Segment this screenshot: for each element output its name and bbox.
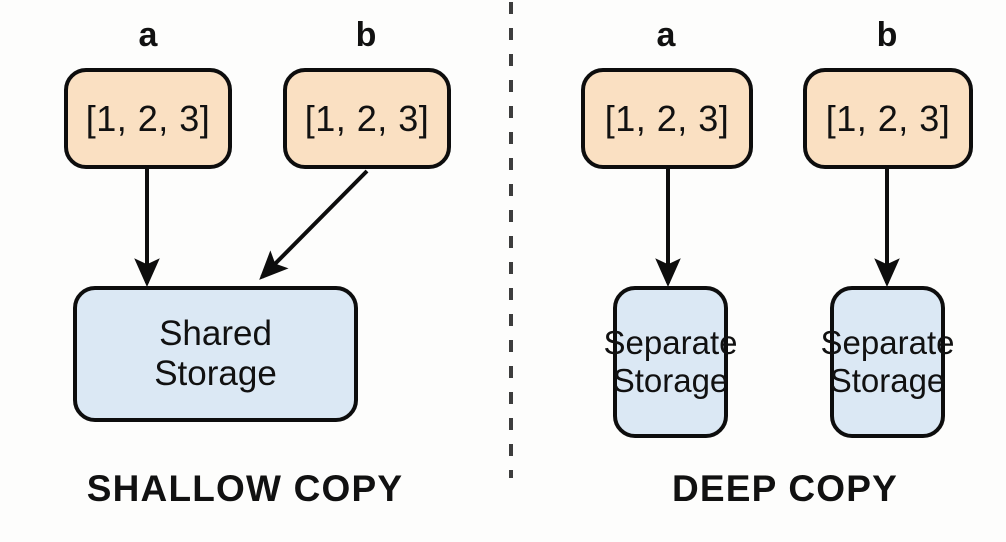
- variable-label-a-deep: a: [656, 16, 676, 54]
- storage-separate-b-line2: Storage: [829, 362, 946, 399]
- storage-separate-b-line1: Separate: [820, 324, 955, 362]
- variable-label-a-shallow: a: [138, 16, 158, 54]
- variable-box-a-deep: [1, 2, 3]: [581, 68, 753, 169]
- storage-separate-a-line2: Storage: [612, 362, 729, 399]
- storage-box-shared: Shared Storage: [73, 286, 358, 422]
- storage-separate-a-line1: Separate: [603, 324, 738, 362]
- storage-box-separate-b: Separate Storage: [821, 286, 954, 438]
- variable-box-a-shallow: [1, 2, 3]: [64, 68, 232, 169]
- variable-label-b-shallow: b: [355, 16, 377, 54]
- storage-box-separate-a: Separate Storage: [604, 286, 737, 438]
- storage-shared-line1: Shared: [159, 313, 272, 353]
- variable-box-b-shallow: [1, 2, 3]: [283, 68, 451, 169]
- section-label-shallow-copy: SHALLOW COPY: [86, 468, 404, 509]
- section-label-deep-copy: DEEP COPY: [671, 468, 899, 509]
- storage-shared-line2: Storage: [154, 354, 277, 393]
- variable-label-b-deep: b: [876, 16, 898, 54]
- variable-box-b-deep: [1, 2, 3]: [803, 68, 973, 169]
- arrow-b-to-shared: [259, 169, 369, 280]
